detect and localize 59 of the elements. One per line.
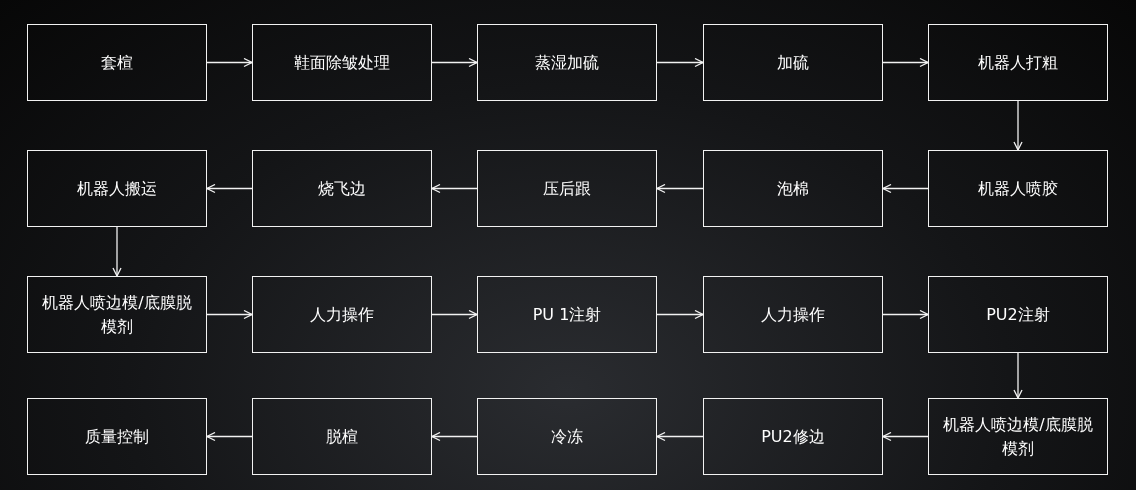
arrow: [206, 183, 253, 194]
arrow: [431, 309, 478, 320]
process-box: [477, 276, 657, 353]
arrow: [656, 309, 704, 320]
arrow: [431, 57, 478, 68]
arrow: [206, 309, 253, 320]
process-box: [928, 276, 1108, 353]
process-box: [928, 398, 1108, 475]
arrow: [656, 431, 704, 442]
arrow: [656, 183, 704, 194]
step-label: 质量控制: [85, 425, 149, 448]
step-label: 机器人喷边模/底膜脱模剂: [42, 291, 192, 338]
process-box: [252, 398, 432, 475]
arrow: [882, 431, 929, 442]
step-label: 加硫: [777, 51, 809, 74]
step-label: 机器人搬运: [77, 177, 157, 200]
process-box: [477, 150, 657, 227]
process-box: [27, 276, 207, 353]
arrow: [882, 183, 929, 194]
process-box: [928, 150, 1108, 227]
arrow: [656, 57, 704, 68]
process-box: [703, 398, 883, 475]
process-box: [928, 24, 1108, 101]
arrow: [431, 183, 478, 194]
process-box: [252, 24, 432, 101]
arrow: [882, 309, 929, 320]
process-box: [27, 150, 207, 227]
arrow: [431, 431, 478, 442]
step-label: 机器人喷边模/底膜脱模剂: [943, 413, 1093, 460]
step-label: 套楦: [101, 51, 133, 74]
process-box: [703, 150, 883, 227]
process-box: [703, 276, 883, 353]
arrow: [206, 57, 253, 68]
arrow: [206, 431, 253, 442]
step-label: 脱楦: [326, 425, 358, 448]
step-label: PU2注射: [986, 303, 1050, 326]
arrow: [1013, 352, 1023, 399]
process-box: [477, 398, 657, 475]
step-label: 机器人打粗: [978, 51, 1058, 74]
process-box: [477, 24, 657, 101]
process-box: [252, 276, 432, 353]
step-label: 压后跟: [543, 177, 591, 200]
arrow: [112, 226, 122, 277]
process-box: [703, 24, 883, 101]
step-label: PU2修边: [761, 425, 825, 448]
step-label: 冷冻: [551, 425, 583, 448]
process-box: [27, 24, 207, 101]
step-label: 机器人喷胶: [978, 177, 1058, 200]
step-label: 泡棉: [777, 177, 809, 200]
step-label: 烧飞边: [318, 177, 366, 200]
step-label: 人力操作: [310, 303, 374, 326]
step-label: PU 1注射: [532, 303, 602, 326]
step-label: 蒸湿加硫: [535, 51, 599, 74]
step-label: 鞋面除皱处理: [294, 51, 390, 74]
step-label: 人力操作: [761, 303, 825, 326]
arrow: [1013, 100, 1023, 151]
process-box: [252, 150, 432, 227]
process-box: [27, 398, 207, 475]
arrow: [882, 57, 929, 68]
